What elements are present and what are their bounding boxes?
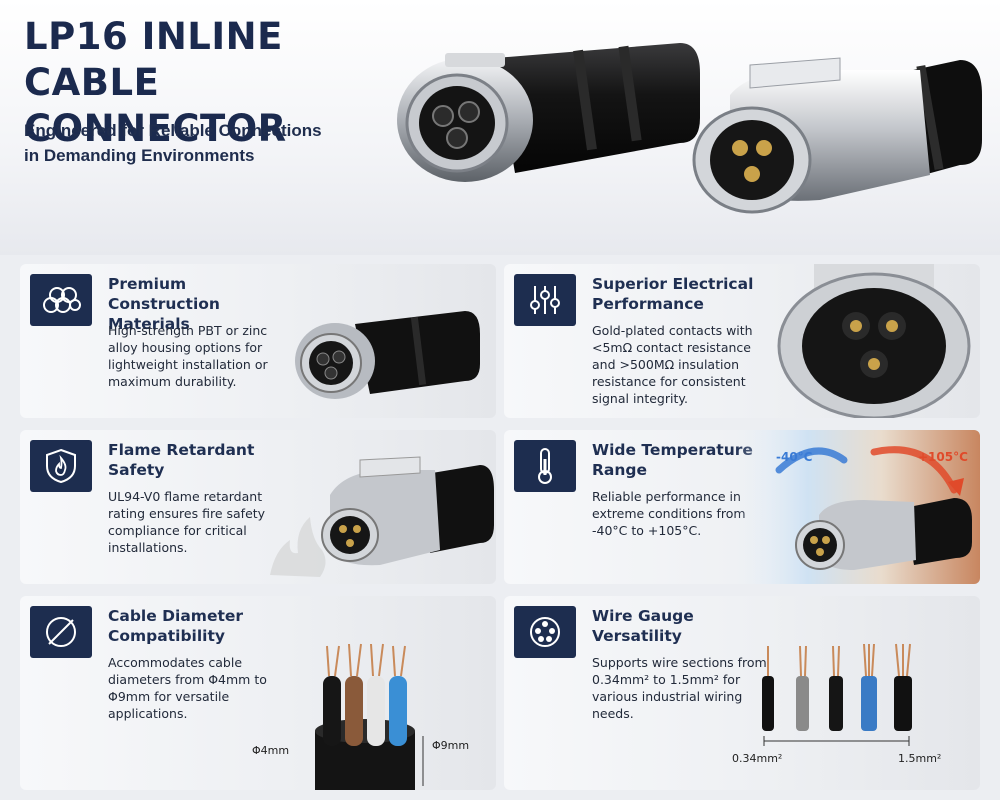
feature-title: Cable Diameter Compatibility [108, 607, 244, 645]
subtitle-line-1: Engineered for Reliable Connections [24, 121, 322, 140]
feature-title: Wire Gauge Versatility [592, 607, 694, 645]
feature-card-electrical: Superior Electrical Performance Gold-pla… [504, 264, 980, 418]
feature-description: Gold-plated contacts with <5mΩ contact r… [592, 323, 753, 406]
sliders-icon-box [514, 274, 576, 326]
wire-gauge-samples-image [762, 643, 912, 746]
subtitle-line-2: in Demanding Environments [24, 146, 255, 165]
feature-card-materials: Premium Construction Materials High-stre… [20, 264, 496, 418]
min-diameter-label: Φ4mm [252, 744, 290, 757]
max-gauge-label: 1.5mm² [898, 752, 942, 765]
feature-card-cable-diameter: Cable Diameter Compatibility Accommodate… [20, 596, 496, 790]
feature-title: Superior Electrical Performance [592, 275, 754, 313]
diameter-icon-box [30, 606, 92, 658]
wire-gauge-icon-box [514, 606, 576, 658]
title-line-2: CABLE CONNECTOR [24, 61, 287, 150]
materials-icon [43, 287, 81, 313]
connector-socket-image [295, 311, 480, 399]
hero-connector-socket-image [397, 43, 700, 182]
page-title: LP16 INLINE CABLE CONNECTOR [24, 14, 424, 152]
feature-description: High-strength PBT or zinc alloy housing … [108, 323, 268, 389]
connector-plug-flame-image [270, 456, 494, 577]
feature-description: Accommodates cable diameters from Φ4mm t… [108, 655, 267, 721]
temperature-range-image [734, 430, 980, 584]
min-gauge-label: 0.34mm² [732, 752, 783, 765]
sliders-icon [530, 286, 560, 314]
feature-description: UL94-V0 flame retardant rating ensures f… [108, 489, 266, 555]
flame-shield-icon-box [30, 440, 92, 492]
flame-shield-icon [46, 448, 76, 484]
feature-card-temperature: Wide Temperature Range Reliable performa… [504, 430, 980, 584]
thermometer-icon [538, 448, 552, 484]
hero-connector-plug-image [692, 57, 982, 214]
max-diameter-label: Φ9mm [432, 739, 470, 752]
gold-contacts-closeup-image [777, 264, 971, 418]
materials-icon-box [30, 274, 92, 326]
multi-core-cable-image [315, 643, 424, 790]
hero-banner: LP16 INLINE CABLE CONNECTOR Engineered f… [0, 0, 1000, 255]
title-line-1: LP16 INLINE [24, 15, 283, 58]
feature-card-wire-gauge: Wire Gauge Versatility Supports wire sec… [504, 596, 980, 790]
diameter-icon [46, 617, 76, 647]
wire-gauge-icon [530, 617, 560, 647]
thermometer-icon-box [514, 440, 576, 492]
feature-title: Wide Temperature Range [592, 441, 753, 479]
feature-description: Supports wire sections from 0.34mm² to 1… [592, 655, 767, 721]
cold-temp-label: -40°C [776, 450, 813, 464]
feature-card-flame: Flame Retardant Safety UL94-V0 flame ret… [20, 430, 496, 584]
hot-temp-label: +105°C [918, 450, 968, 464]
feature-description: Reliable performance in extreme conditio… [592, 489, 746, 538]
feature-title: Flame Retardant Safety [108, 441, 255, 479]
page-subtitle: Engineered for Reliable Connections in D… [24, 118, 384, 168]
feature-title: Premium Construction Materials [108, 275, 220, 333]
